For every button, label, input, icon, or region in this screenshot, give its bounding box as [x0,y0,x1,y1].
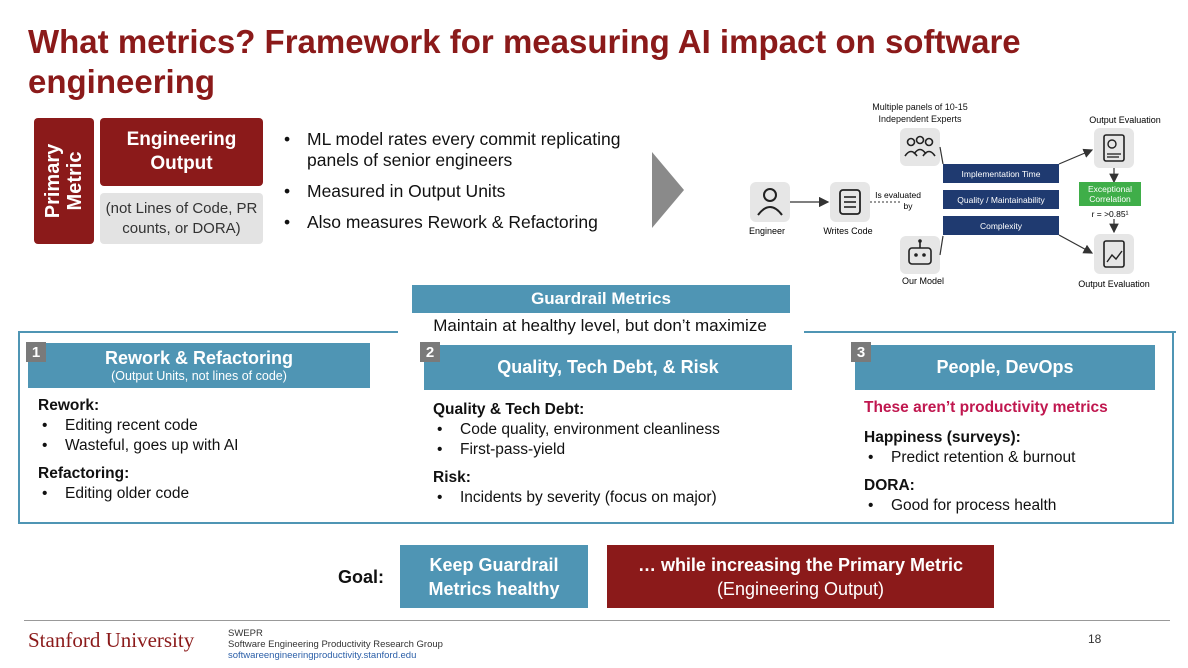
engineer-label: Engineer [749,226,785,236]
robot-icon [900,236,940,274]
dimension-implementation-time: Implementation Time [943,164,1059,183]
page-number: 18 [1088,632,1102,646]
list-item: Code quality, environment cleanliness [433,420,793,440]
column-title: People, DevOps [936,357,1074,377]
slide-title: What metrics? Framework for measuring AI… [28,23,1021,100]
corr-value: r = >0.85¹ [1092,209,1129,219]
guardrail-frame [18,331,1174,524]
stanford-logo-text: Stanford University [28,628,195,652]
section-heading: Happiness (surveys): [864,429,1021,446]
swepr-url[interactable]: softwareengineeringproductivity.stanford… [228,650,417,661]
experts-group-icon [900,128,940,166]
corr-label-1: Exceptional [1088,184,1132,194]
column-number-badge: 3 [851,342,871,362]
column-header-rework: Rework & Refactoring (Output Units, not … [28,343,370,388]
evaluation-report-icon [1094,128,1134,168]
dimension-label: Implementation Time [962,169,1041,179]
dimension-complexity: Complexity [943,216,1059,235]
evaluation-process-diagram: Multiple panels of 10-15 Independent Exp… [749,102,1161,289]
list-item: Predict retention & burnout [864,448,1164,468]
output-eval-top-label: Output Evaluation [1089,115,1161,125]
goal-primary-box: … while increasing the Primary Metric (E… [607,545,994,608]
section-heading: Risk: [433,469,471,486]
primary-metric-text: Primary Metric [42,143,86,219]
chevron-right-icon [652,152,684,228]
dimension-label: Quality / Maintainability [957,195,1045,205]
guardrail-subtitle: Maintain at healthy level, but don’t max… [433,316,767,335]
guardrail-title: Guardrail Metrics [412,285,790,313]
goal-primary-line2: (Engineering Output) [716,578,885,599]
section-heading: Quality & Tech Debt: [433,401,585,418]
list-item: Editing older code [38,484,368,504]
dimension-quality: Quality / Maintainability [943,190,1059,209]
footer-divider [24,620,1170,621]
list-item: Incidents by severity (focus on major) [433,488,793,508]
column-number-badge: 2 [420,342,440,362]
primary-bullet: Measured in Output Units [280,181,650,202]
section-heading: Rework: [38,397,100,414]
swepr-acronym: SWEPR [228,628,263,639]
column-body-people: These aren’t productivity metrics Happin… [864,398,1164,516]
panels-label-1: Multiple panels of 10-15 [872,102,968,112]
engineering-output-note: (not Lines of Code, PR counts, or DORA) [100,193,263,244]
primary-metric-label: Primary Metric [34,118,94,244]
section-heading: Refactoring: [38,465,130,482]
goal-primary-line1: … while increasing the Primary Metric [637,554,964,575]
primary-bullets: ML model rates every commit replicating … [280,129,650,243]
column-header-quality: Quality, Tech Debt, & Risk [424,345,792,390]
list-item: Editing recent code [38,416,368,436]
list-item: First-pass-yield [433,440,793,460]
column-number-badge: 1 [26,342,46,362]
swepr-info: SWEPR Software Engineering Productivity … [228,628,443,661]
list-item: Good for process health [864,496,1164,516]
column-title: Quality, Tech Debt, & Risk [497,357,719,377]
output-eval-bottom-label: Output Evaluation [1078,279,1150,289]
swepr-fullname: Software Engineering Productivity Resear… [228,639,443,650]
our-model-label: Our Model [902,276,944,286]
section-heading: DORA: [864,477,915,494]
dimension-label: Complexity [980,221,1023,231]
column-body-rework: Rework: Editing recent code Wasteful, go… [38,396,368,504]
primary-bullet: ML model rates every commit replicating … [280,129,650,171]
engineering-output-box: Engineering Output [100,118,263,186]
list-item: Wasteful, goes up with AI [38,436,368,456]
goal-label: Goal: [338,567,385,587]
writes-code-label: Writes Code [823,226,872,236]
panels-label-2: Independent Experts [878,114,962,124]
exceptional-correlation-badge: Exceptional Correlation [1079,182,1141,206]
corr-label-2: Correlation [1089,194,1131,204]
column-body-quality: Quality & Tech Debt: Code quality, envir… [433,400,793,508]
is-evaluated-label: Is evaluated [875,190,921,200]
column-header-people: People, DevOps [855,345,1155,390]
code-icon [830,182,870,222]
goal-guardrail-box: Keep Guardrail Metrics healthy [400,545,588,608]
column-title: Rework & Refactoring [104,347,294,368]
not-productivity-note: These aren’t productivity metrics [864,399,1108,416]
is-evaluated-by-label: by [904,201,914,211]
evaluation-report-icon [1094,234,1134,274]
column-subtitle: (Output Units, not lines of code) [111,368,287,383]
person-icon [750,182,790,222]
guardrail-frame-top-left [18,331,398,333]
guardrail-frame-top-right [804,331,1176,333]
primary-bullet: Also measures Rework & Refactoring [280,212,650,233]
